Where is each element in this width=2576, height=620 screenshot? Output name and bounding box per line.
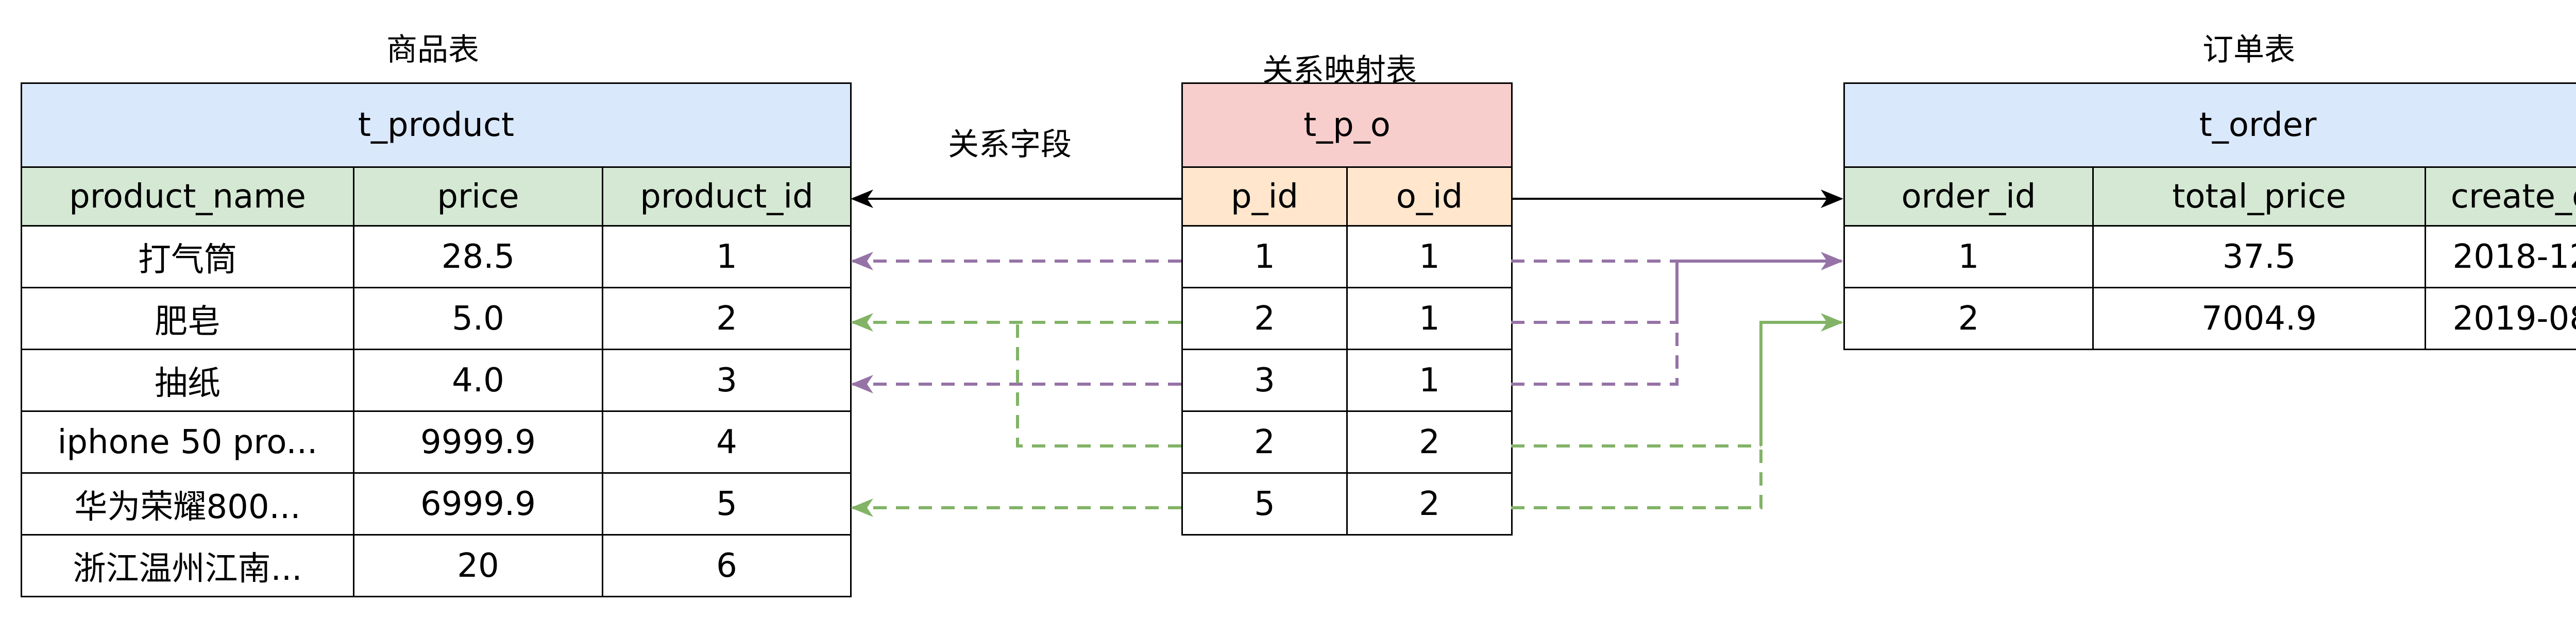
product-table-caption: 商品表 [386, 32, 479, 68]
table-cell: 37.5 [2092, 225, 2426, 288]
product-header-name: product_name [21, 166, 354, 227]
order-header-total-price: total_price [2092, 166, 2426, 227]
product-table: t_product product_name price product_id … [20, 82, 852, 597]
link-map-row2-to-order1 [1511, 261, 1679, 324]
table-cell: 1 [1843, 225, 2094, 288]
table-cell: 1 [1346, 225, 1513, 288]
order-table: t_order order_id total_price create_date… [1843, 82, 2576, 350]
table-cell: 3 [601, 349, 852, 412]
order-table-caption: 订单表 [2202, 32, 2295, 68]
table-cell: 4 [601, 410, 852, 474]
table-cell: 6999.9 [353, 472, 603, 536]
table-cell: iphone 50 pro... [21, 410, 354, 474]
table-cell: 9999.9 [353, 410, 603, 474]
table-cell: 6 [601, 534, 852, 597]
table-cell: 5 [601, 472, 852, 536]
table-cell: 浙江温州江南... [21, 534, 354, 597]
product-header-price: price [353, 166, 603, 227]
table-cell: 2018-12-04 [2424, 225, 2576, 288]
mapping-table-title: t_p_o [1181, 82, 1513, 168]
table-cell: 1 [601, 225, 852, 288]
order-header-create-date: create_date [2424, 166, 2576, 227]
order-table-title: t_order [1843, 82, 2576, 168]
table-cell: 2 [1346, 472, 1513, 536]
relation-field-label: 关系字段 [948, 127, 1072, 163]
table-cell: 2019-08-21 [2424, 287, 2576, 350]
mapping-header-pid: p_id [1181, 166, 1348, 227]
product-header-id: product_id [601, 166, 852, 227]
link-map-row4-to-product2 [1016, 322, 1181, 447]
table-cell: 7004.9 [2092, 287, 2426, 350]
table-cell: 5.0 [353, 287, 603, 350]
table-cell: 抽纸 [21, 349, 354, 412]
table-cell: 3 [1181, 349, 1348, 412]
product-table-title: t_product [20, 82, 852, 168]
link-map-row3-to-order1 [1511, 322, 1679, 386]
table-cell: 2 [1181, 287, 1348, 350]
mapping-header-row: p_id o_id [1181, 166, 1513, 227]
product-header-row: product_name price product_id [21, 166, 852, 227]
table-cell: 2 [1346, 410, 1513, 474]
link-order2-arrow [1759, 313, 1843, 446]
table-cell: 20 [353, 534, 603, 597]
order-header-id: order_id [1843, 166, 2094, 227]
order-header-row: order_id total_price create_date [1843, 166, 2576, 227]
table-cell: 28.5 [353, 225, 603, 288]
table-cell: 1 [1346, 287, 1513, 350]
link-map-row5-to-order2 [1511, 446, 1762, 509]
link-order1-arrow [1675, 252, 1843, 322]
table-cell: 肥皂 [21, 287, 354, 350]
table-cell: 打气筒 [21, 225, 354, 288]
table-cell: 1 [1346, 349, 1513, 412]
table-cell: 1 [1181, 225, 1348, 288]
mapping-table-caption: 关系映射表 [1262, 53, 1417, 89]
table-cell: 2 [601, 287, 852, 350]
table-cell: 2 [1181, 410, 1348, 474]
table-cell: 4.0 [353, 349, 603, 412]
mapping-header-oid: o_id [1346, 166, 1513, 227]
table-cell: 5 [1181, 472, 1348, 536]
table-cell: 华为荣耀800... [21, 472, 354, 536]
table-cell: 2 [1843, 287, 2094, 350]
